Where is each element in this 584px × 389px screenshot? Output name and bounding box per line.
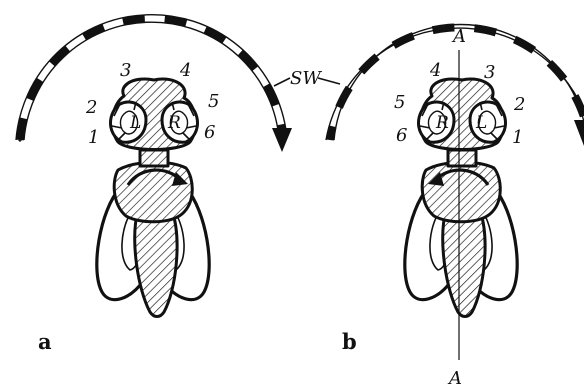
eye-label-left: L (129, 113, 141, 133)
eye-label-right: L (475, 113, 487, 133)
panel-label-a: a (38, 329, 52, 354)
panel-b: R L A A 4 3 5 2 6 1 b (326, 25, 584, 389)
abdomen (135, 210, 177, 317)
eye-label-left: R (435, 113, 449, 133)
ommatidium-number: 1 (512, 127, 523, 148)
ommatidium-number: 4 (429, 60, 441, 81)
axis-label-top: A (451, 26, 466, 47)
ommatidium-number: 2 (513, 94, 525, 115)
abdomen (443, 210, 485, 317)
neck (448, 150, 476, 166)
arrowhead-icon (272, 128, 292, 152)
ommatidium-number: 6 (396, 125, 407, 146)
ommatidium-number: 1 (88, 127, 99, 148)
ommatidium-number: 4 (179, 60, 191, 81)
leader-line (274, 78, 290, 86)
eye-label-right: R (167, 113, 181, 133)
ommatidium-number: 5 (208, 91, 219, 112)
panel-a: L R 1 2 3 4 5 6 a (16, 15, 292, 354)
leader-line (318, 78, 340, 84)
ommatidium-number: 5 (394, 92, 405, 113)
arrowhead-icon (574, 120, 584, 146)
neck (140, 150, 168, 166)
panel-label-b: b (342, 329, 357, 354)
ommatidium-number: 2 (85, 97, 97, 118)
sw-label-group: SW (274, 68, 340, 89)
ommatidium-number: 6 (204, 122, 215, 143)
ommatidium-number: 3 (120, 60, 131, 81)
axis-label-bottom: A (447, 368, 462, 389)
stripe-width-label: SW (290, 68, 322, 89)
ommatidium-number: 3 (484, 62, 495, 83)
